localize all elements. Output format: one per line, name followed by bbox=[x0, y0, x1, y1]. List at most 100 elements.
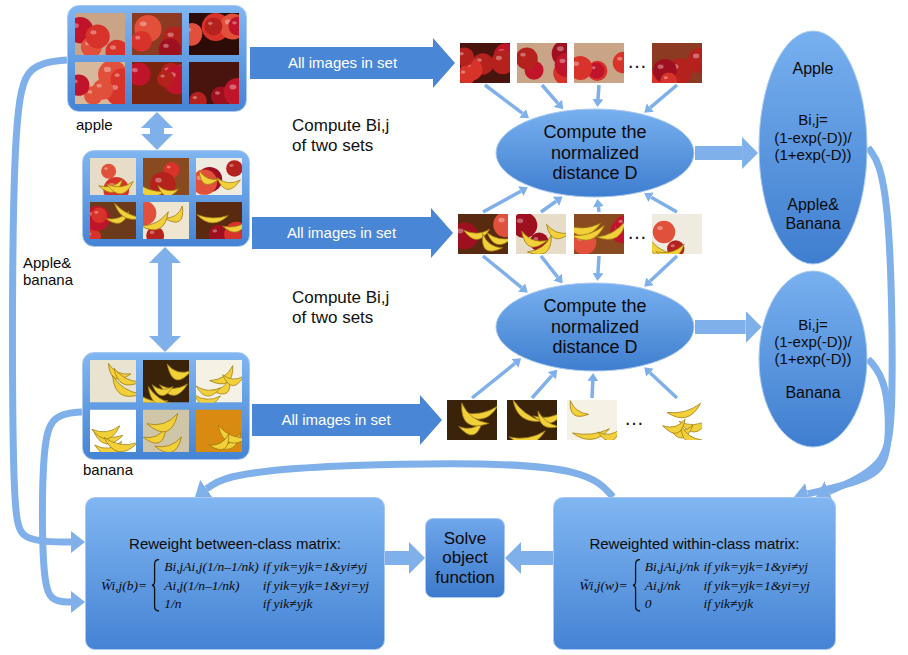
matrix-symbol: W̃i,j(b)= bbox=[101, 578, 147, 594]
illustration-part bbox=[204, 17, 222, 35]
photo-tile bbox=[196, 158, 242, 195]
text-run: normalized bbox=[551, 143, 639, 163]
text-run: if bbox=[703, 578, 711, 593]
illustration-part bbox=[193, 96, 197, 99]
label-holder: … bbox=[619, 407, 649, 430]
text-run: W̃i,j(w)= bbox=[579, 578, 627, 593]
illustration-part bbox=[132, 31, 152, 52]
text-run: … bbox=[624, 407, 644, 429]
text-run: Banana bbox=[785, 384, 840, 401]
connector-arrow bbox=[385, 551, 409, 565]
text-run: normalized bbox=[551, 317, 639, 337]
text-run: sets bbox=[342, 136, 373, 155]
illustration-part bbox=[660, 72, 677, 83]
arrow-caption: All images in set bbox=[252, 411, 420, 428]
photo-tile bbox=[652, 400, 702, 440]
text-run: All bbox=[288, 54, 305, 71]
illustration-part bbox=[140, 21, 147, 26]
text-run: yik≠yjk bbox=[714, 596, 753, 611]
text-run: (1-exp(-D))/ bbox=[774, 129, 852, 146]
matrix-box: Reweighted within-class matrix:W̃i,j(w)=… bbox=[553, 497, 836, 650]
text-run: D bbox=[625, 163, 638, 183]
text-run: if bbox=[263, 596, 271, 611]
image-arrow bbox=[472, 363, 515, 398]
illustration-part bbox=[460, 48, 474, 67]
photo-tile bbox=[196, 360, 242, 403]
photo-tile bbox=[196, 410, 242, 453]
illustration-part bbox=[496, 109, 694, 197]
text-run: banana bbox=[23, 271, 73, 288]
image-arrow bbox=[541, 201, 556, 212]
illustration-part bbox=[667, 403, 702, 421]
illustration-part bbox=[159, 38, 181, 55]
illustration-part bbox=[216, 178, 241, 191]
illustration-part bbox=[496, 56, 502, 60]
text-run: in bbox=[355, 411, 367, 428]
illustration-part bbox=[617, 57, 622, 61]
illustration-part bbox=[574, 225, 607, 244]
connector-arrow bbox=[695, 146, 742, 160]
illustration-part bbox=[555, 53, 567, 77]
text-run: Apple& bbox=[23, 254, 71, 271]
text-run: D bbox=[625, 337, 638, 357]
illustration-part bbox=[110, 368, 136, 390]
photo-tile bbox=[567, 400, 617, 440]
illustration-part bbox=[75, 74, 89, 95]
ellipsis: … bbox=[619, 407, 649, 430]
illustration-part bbox=[107, 181, 135, 195]
photo-tile bbox=[143, 202, 189, 239]
text-run: Apple bbox=[793, 60, 834, 77]
illustration-part bbox=[196, 386, 220, 397]
text-run: Ai,j(1/n–1/nk) bbox=[164, 578, 239, 593]
text-run: … bbox=[627, 221, 647, 243]
text-run: Apple& bbox=[787, 196, 839, 213]
ellipsis: … bbox=[623, 221, 651, 244]
text-run: yik=yjk=1&yi=yj bbox=[714, 578, 810, 593]
text-run: (1+exp(-D)) bbox=[774, 350, 851, 367]
text-run: matrix: bbox=[755, 535, 800, 552]
text-run: the bbox=[622, 122, 647, 142]
illustration-part bbox=[557, 46, 564, 51]
illustration-part bbox=[168, 32, 174, 36]
illustration-part bbox=[598, 429, 617, 440]
photo-tile bbox=[90, 158, 136, 195]
formula-cell: if yik≠yjk bbox=[703, 596, 809, 612]
illustration-part bbox=[658, 64, 664, 68]
illustration-part bbox=[228, 17, 239, 36]
illustration-part bbox=[460, 66, 476, 83]
illustration-part bbox=[516, 214, 537, 238]
illustration-part bbox=[223, 221, 242, 235]
illustration-part bbox=[517, 218, 523, 223]
illustration-part bbox=[613, 52, 624, 74]
photo-tile bbox=[652, 214, 702, 254]
illustration-part bbox=[90, 158, 136, 195]
illustration-part bbox=[110, 45, 116, 49]
label-holder: All images in set bbox=[252, 411, 420, 428]
illustration-part bbox=[90, 232, 91, 235]
set-caption: apple bbox=[76, 116, 113, 133]
text-run: All bbox=[287, 224, 304, 241]
illustration-part bbox=[215, 91, 220, 95]
label-holder: Compute Bi,j of two sets bbox=[292, 288, 397, 327]
illustration-part bbox=[454, 403, 489, 434]
label-holder: … bbox=[623, 50, 651, 73]
photo-tile bbox=[143, 410, 189, 453]
illustration-part bbox=[759, 31, 867, 264]
image-arrow bbox=[650, 85, 677, 108]
illustration-part bbox=[663, 419, 689, 436]
photo-tile bbox=[90, 202, 136, 239]
image-arrow bbox=[598, 85, 599, 99]
formula-cell: Bi,jAi,j/nk bbox=[645, 559, 700, 575]
text-run: images bbox=[309, 54, 357, 71]
formula-cell: if yik=yjk=1&yi≠yj bbox=[703, 559, 809, 575]
photo-tile bbox=[196, 202, 242, 239]
edge-label: Compute Bi,j of two sets bbox=[292, 116, 397, 155]
arrow-caption: All images in set bbox=[252, 224, 431, 241]
block-arrow bbox=[250, 38, 455, 88]
process-label: Compute the normalized distance D bbox=[520, 296, 670, 358]
similarity-text: Bi,j= (1-exp(-D))/ (1+exp(-D)) bbox=[763, 111, 863, 163]
illustration-part bbox=[101, 164, 116, 179]
illustration-part bbox=[155, 178, 161, 183]
illustration-part bbox=[86, 24, 110, 48]
text-run: yik=yjk=1&yi≠yj bbox=[274, 559, 368, 574]
